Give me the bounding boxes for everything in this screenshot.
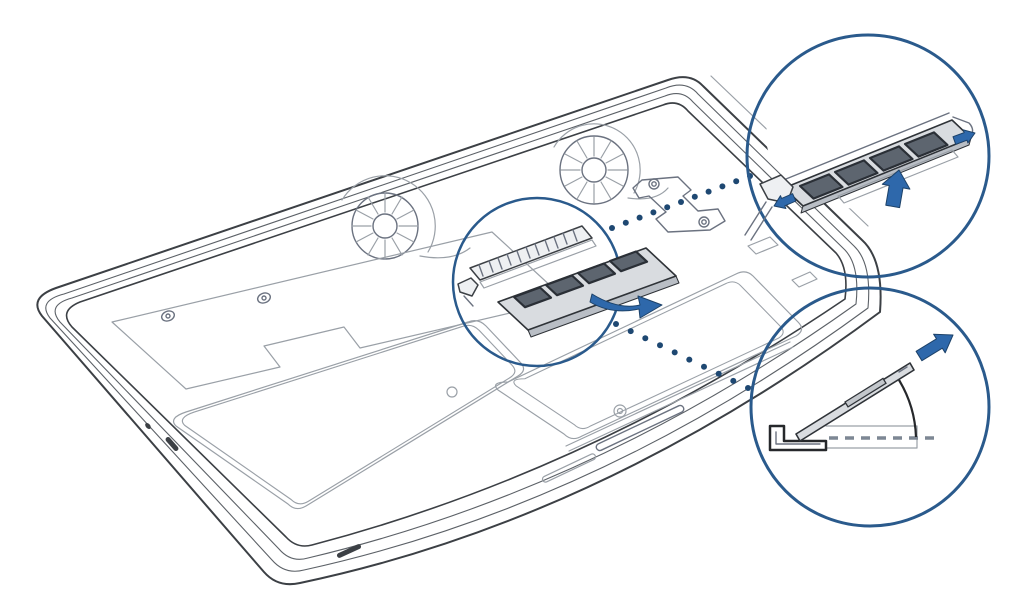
- memory-bay-bracket: [632, 176, 726, 233]
- board-connector: [747, 236, 779, 255]
- side-port: [145, 422, 151, 430]
- hard-drive: [495, 271, 803, 452]
- clip-release-left-arrow-icon: [773, 193, 797, 209]
- ghost-seat-outline: [837, 149, 959, 204]
- right-fan-housing: [553, 123, 641, 194]
- hard-drive-outline: [495, 271, 803, 440]
- callout-memory-angle: [768, 333, 954, 452]
- ghost-seat-outline: [825, 425, 918, 449]
- callout-ring-memory-angle: [749, 286, 991, 528]
- socket-clip-arm: [463, 295, 474, 307]
- right-fan-blades: [560, 136, 628, 204]
- memory-chip: [544, 274, 585, 297]
- screw-hole: [698, 216, 710, 228]
- optical-drive-slot: [595, 404, 685, 452]
- memory-chip: [903, 131, 949, 158]
- case-inner-rim: [65, 102, 847, 547]
- battery-indicator-slot: [336, 544, 362, 558]
- case-wall-line-1: [45, 84, 870, 572]
- right-fan-wheel: [559, 135, 629, 205]
- clip-arm-lines: [744, 201, 773, 241]
- left-fan-housing: [341, 175, 436, 253]
- right-fan-housing-tail: [627, 187, 669, 200]
- battery-outline: [173, 320, 525, 510]
- memory-socket-pins: [478, 229, 578, 277]
- memory-chip: [833, 159, 879, 186]
- memory-chip: [868, 145, 914, 172]
- pull-out-arrow-icon: [589, 293, 663, 319]
- memory-socket: [469, 225, 593, 281]
- board-connector: [791, 271, 818, 288]
- angle-arc: [898, 379, 918, 438]
- left-fan: [341, 175, 471, 260]
- laptop-case: [36, 75, 882, 586]
- lift-up-arrow-icon: [915, 333, 954, 362]
- callout-memory-installed: [744, 62, 978, 241]
- screw-hole-center: [651, 181, 657, 187]
- left-fan-blades: [351, 192, 419, 260]
- battery: [173, 320, 525, 510]
- dotted-leader-upper: [609, 173, 753, 231]
- dotted-leader-lower: [613, 321, 751, 391]
- module-tip-notch: [898, 366, 908, 373]
- screw-hole: [256, 292, 272, 304]
- screw-hole-center: [261, 295, 267, 301]
- memory-bracket-outline: [632, 176, 726, 233]
- memory-chip: [512, 286, 553, 309]
- memory-socket-rail: [479, 239, 597, 289]
- clip-release-right-arrow-icon: [952, 129, 976, 145]
- ports-and-slots: [145, 404, 685, 558]
- laptop-illustration: [36, 75, 882, 586]
- memory-connector-edge: [780, 112, 950, 182]
- right-fan-hub: [581, 157, 607, 183]
- hard-drive-inner-line: [513, 281, 784, 430]
- left-fan-hub: [372, 213, 398, 239]
- memory-chips: [798, 131, 949, 200]
- memory-chips: [512, 250, 649, 309]
- screw-hole: [160, 310, 176, 322]
- callout-ring-memory-installed: [745, 33, 991, 279]
- memory-chip: [576, 262, 617, 285]
- case-outer-silhouette: [36, 76, 882, 586]
- side-port-slot: [165, 436, 179, 452]
- screw-hole-center: [165, 313, 171, 319]
- standoff-boss: [446, 386, 458, 398]
- battery-inner-line: [181, 324, 516, 505]
- memory-chip: [608, 250, 649, 273]
- right-fan: [553, 123, 669, 205]
- slot-bracket-inner-line: [775, 431, 821, 445]
- module-chip-bump: [844, 377, 887, 408]
- callout-memory-removal: [457, 225, 680, 338]
- hard-drive-rails: [565, 341, 794, 452]
- standoff-boss-center: [616, 407, 624, 415]
- left-fan-housing-tail: [419, 247, 471, 259]
- screw-hole: [648, 178, 660, 190]
- memory-chip: [798, 173, 844, 200]
- socket-clip-ear: [457, 277, 479, 297]
- standoff-boss: [613, 404, 627, 418]
- press-up-arrow-icon: [881, 169, 911, 209]
- logic-board-parts: [446, 236, 818, 418]
- front-vent-slot: [541, 453, 597, 483]
- screw-hole-center: [701, 219, 707, 225]
